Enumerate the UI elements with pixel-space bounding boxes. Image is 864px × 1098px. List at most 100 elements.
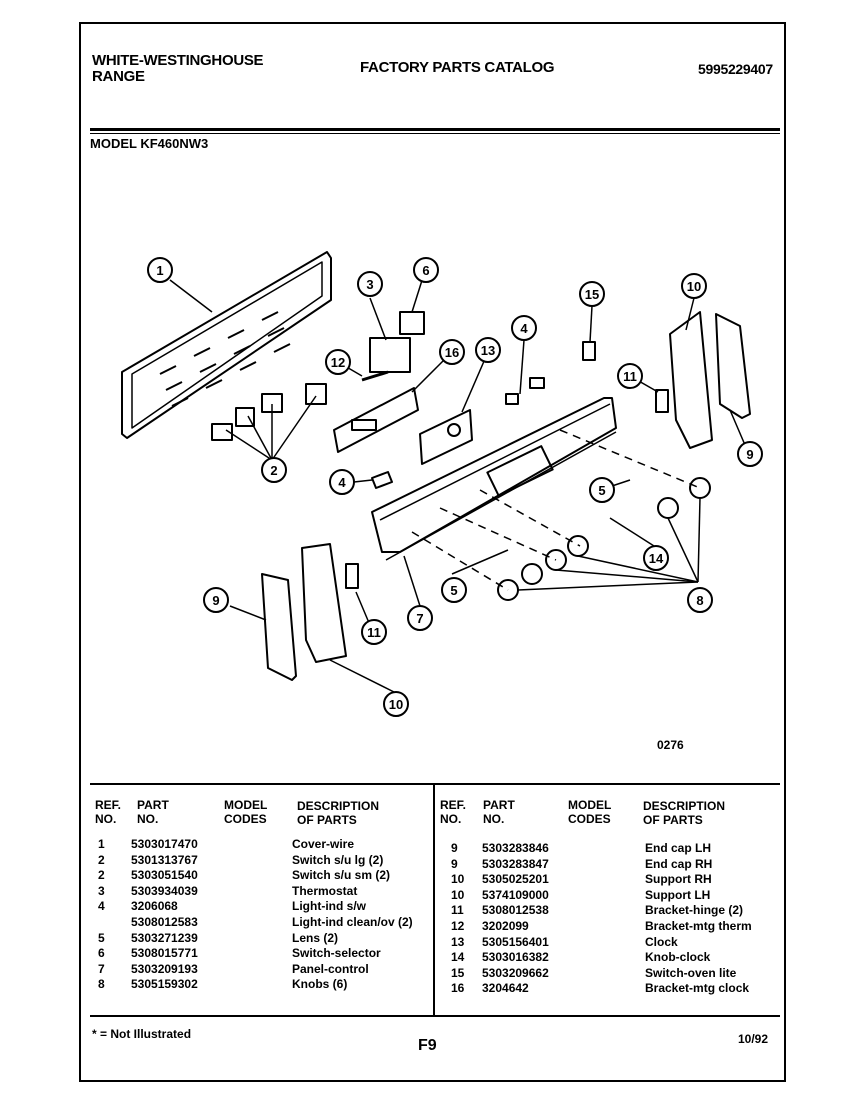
svg-text:9: 9 — [212, 593, 219, 608]
table-cell: Thermostat — [292, 883, 358, 898]
part-clock-bracket — [333, 387, 419, 453]
callout-16: 16 — [439, 339, 465, 365]
table-cell: 5303209193 — [131, 961, 198, 976]
model-line: MODEL KF460NW3 — [90, 136, 209, 151]
callout-9a: 9 — [737, 441, 763, 467]
part-support-rh — [669, 311, 713, 449]
table-cell: 9 — [451, 841, 458, 855]
table-cell: 5305156401 — [482, 934, 549, 949]
table-cell: 3 — [98, 883, 105, 898]
table-cell: Bracket-mtg therm — [645, 918, 752, 933]
table-cell: Lens (2) — [292, 930, 339, 945]
callout-4a: 4 — [511, 315, 537, 341]
table-cell: 5303934039 — [131, 883, 198, 898]
table-cell: 5303271239 — [131, 930, 198, 945]
table-cell: 5303016382 — [482, 950, 549, 965]
svg-text:13: 13 — [481, 343, 495, 358]
part-clock — [419, 409, 473, 465]
callout-3: 3 — [357, 271, 383, 297]
table-cell: End cap LH — [645, 841, 712, 855]
callout-10b: 10 — [383, 691, 409, 717]
table-cell: 9 — [451, 856, 458, 871]
table-cell: Cover-wire — [292, 837, 355, 851]
part-light-ind-3 — [371, 471, 393, 489]
table-cell: 2 — [98, 868, 105, 883]
table-cell — [98, 915, 105, 931]
svg-text:2: 2 — [270, 463, 277, 478]
table-cell: 5305025201 — [482, 872, 549, 887]
svg-text:5: 5 — [450, 583, 457, 598]
diagram-code: 0276 — [657, 738, 684, 752]
callout-9b: 9 — [203, 587, 229, 613]
table-cell: 3206068 — [131, 899, 178, 914]
table-cell: 10 — [451, 872, 465, 887]
table-cell: Support RH — [645, 872, 712, 887]
svg-text:5: 5 — [598, 483, 605, 498]
table-cell: Light-ind s/w — [292, 899, 366, 914]
table-cell: 12 — [451, 918, 465, 933]
svg-text:9: 9 — [746, 447, 753, 462]
table-cell: Clock — [645, 934, 678, 949]
callout-7: 7 — [407, 605, 433, 631]
table-cell: 7 — [98, 961, 105, 976]
callout-8: 8 — [687, 587, 713, 613]
table-cell: 5303209662 — [482, 965, 549, 980]
exploded-parts-diagram: 1 2 3 6 12 16 13 4 15 10 11 9 4 5 14 5 8… — [121, 251, 763, 717]
table-cell: Switch-oven lite — [645, 965, 737, 980]
table-cell: 10 — [451, 887, 465, 902]
table-cell: 5308015771 — [131, 946, 198, 961]
table-cell: 4 — [98, 899, 105, 914]
part-oven-lite-switch — [582, 341, 596, 361]
table-cell: 5305159302 — [131, 977, 198, 992]
page-frame — [79, 22, 786, 1082]
table-cell: Switch-selector — [292, 946, 381, 961]
part-support-lh — [301, 543, 347, 663]
table-cell: Light-ind clean/ov (2) — [292, 914, 413, 929]
callout-2: 2 — [261, 457, 287, 483]
table-cell: Support LH — [645, 887, 711, 902]
part-cover-wire — [121, 251, 332, 439]
table-cell: Bracket-mtg clock — [645, 981, 750, 996]
table-cell: 15 — [451, 965, 465, 980]
svg-text:4: 4 — [338, 475, 346, 490]
part-end-cap-lh — [261, 573, 297, 681]
table-cell: 5308012538 — [482, 903, 549, 918]
table-cell: Switch s/u lg (2) — [292, 852, 384, 867]
table-cell: 2 — [98, 852, 105, 867]
table-cell: Switch s/u sm (2) — [292, 868, 391, 883]
table-cell: Bracket-hinge (2) — [645, 903, 744, 918]
table-cell: 13 — [451, 934, 465, 949]
callout-5b: 5 — [441, 577, 467, 603]
header-rule-thin — [90, 133, 780, 134]
table-cell: 3202099 — [482, 918, 529, 933]
table-cell: 16 — [451, 981, 465, 996]
header-rule-thick — [90, 128, 780, 131]
part-light-ind-2 — [529, 377, 545, 389]
table-bottom-rule — [90, 1015, 780, 1017]
table-cell: Knob-clock — [645, 950, 711, 965]
part-control-panel — [371, 397, 617, 553]
table-cell: 5374109000 — [482, 887, 549, 902]
part-thermostat — [369, 337, 411, 373]
callout-6: 6 — [413, 257, 439, 283]
callout-4b: 4 — [329, 469, 355, 495]
table-cell: 5301313767 — [131, 852, 198, 867]
table-column-divider — [433, 785, 435, 1015]
svg-text:10: 10 — [389, 697, 403, 712]
footnote: * = Not Illustrated — [92, 1027, 192, 1041]
part-light-ind-1 — [505, 393, 519, 405]
callout-14: 14 — [643, 545, 669, 571]
part-bracket-hinge-2 — [345, 563, 359, 589]
svg-text:16: 16 — [445, 345, 459, 360]
table-cell: 11 — [451, 903, 464, 918]
callout-1: 1 — [147, 257, 173, 283]
table-top-rule — [90, 783, 780, 785]
table-cell: 5303283846 — [482, 841, 549, 855]
